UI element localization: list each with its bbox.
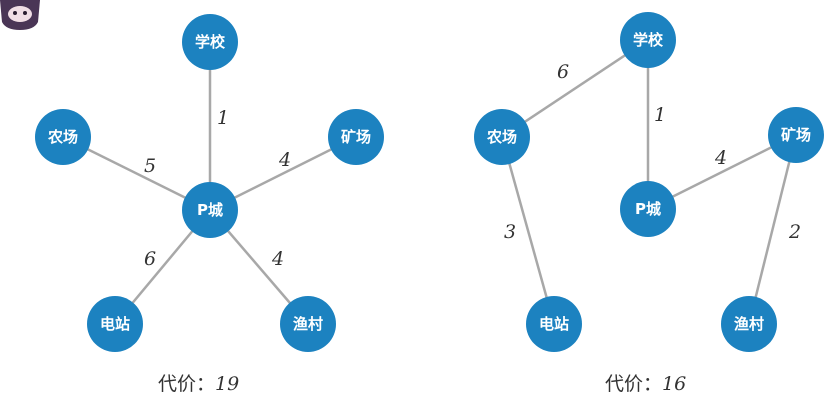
node-circle (280, 296, 336, 352)
node-circle (526, 296, 582, 352)
cost-label-right: 代价： (605, 373, 662, 395)
edge-weight-school-farm: 6 (557, 61, 569, 83)
node-station: 电站 (87, 296, 143, 352)
node-label: 渔村 (293, 315, 323, 333)
cost-value-left: 19 (215, 373, 239, 395)
node-farm: 农场 (474, 109, 530, 165)
node-school: 学校 (182, 14, 238, 70)
node-mine: 矿场 (768, 107, 824, 163)
edge-weight-school-pcity: 1 (654, 104, 666, 126)
node-circle (182, 14, 238, 70)
edge-school-farm (501, 38, 649, 139)
cost-left: 代价：19 (158, 373, 239, 395)
node-label: 农场 (486, 128, 517, 146)
node-village: 渔村 (280, 296, 336, 352)
node-label: P城 (197, 201, 223, 219)
node-label: P城 (635, 200, 661, 218)
cost-value-right: 16 (662, 373, 686, 395)
edge-weight-village-pcity: 4 (271, 248, 284, 270)
edge-weight-school-pcity: 1 (217, 107, 229, 129)
node-circle (768, 107, 824, 163)
edge-weight-mine-pcity: 4 (278, 149, 291, 171)
node-label: 电站 (539, 315, 569, 333)
node-circle (620, 12, 676, 68)
edge-weight-pcity-mine: 4 (714, 147, 727, 169)
node-label: 学校 (633, 31, 664, 49)
mascot-icon (0, 0, 40, 30)
node-label: 矿场 (341, 128, 371, 146)
edge-weight-farm-station: 3 (504, 221, 516, 243)
node-circle (182, 182, 238, 238)
edge-weight-mine-village: 2 (788, 221, 801, 243)
cost-right: 代价：16 (605, 373, 686, 395)
node-circle (87, 296, 143, 352)
edge-mine-village (747, 134, 798, 325)
node-farm: 农场 (35, 109, 91, 165)
edge-farm-station (500, 136, 556, 325)
node-circle (721, 296, 777, 352)
node-label: 学校 (195, 33, 226, 51)
edge-weight-station-pcity: 6 (144, 248, 156, 270)
node-circle (328, 109, 384, 165)
node-label: 农场 (47, 128, 78, 146)
node-station: 电站 (526, 296, 582, 352)
node-pcity: P城 (620, 181, 676, 237)
node-pcity: P城 (182, 182, 238, 238)
node-circle (620, 181, 676, 237)
node-mine: 矿场 (328, 109, 384, 165)
node-label: 电站 (100, 315, 130, 333)
node-school: 学校 (620, 12, 676, 68)
node-label: 渔村 (734, 315, 764, 333)
node-village: 渔村 (721, 296, 777, 352)
edge-weight-farm-pcity: 5 (144, 155, 156, 177)
node-circle (474, 109, 530, 165)
node-label: 矿场 (781, 126, 811, 144)
node-circle (35, 109, 91, 165)
cost-label-left: 代价： (158, 373, 215, 395)
